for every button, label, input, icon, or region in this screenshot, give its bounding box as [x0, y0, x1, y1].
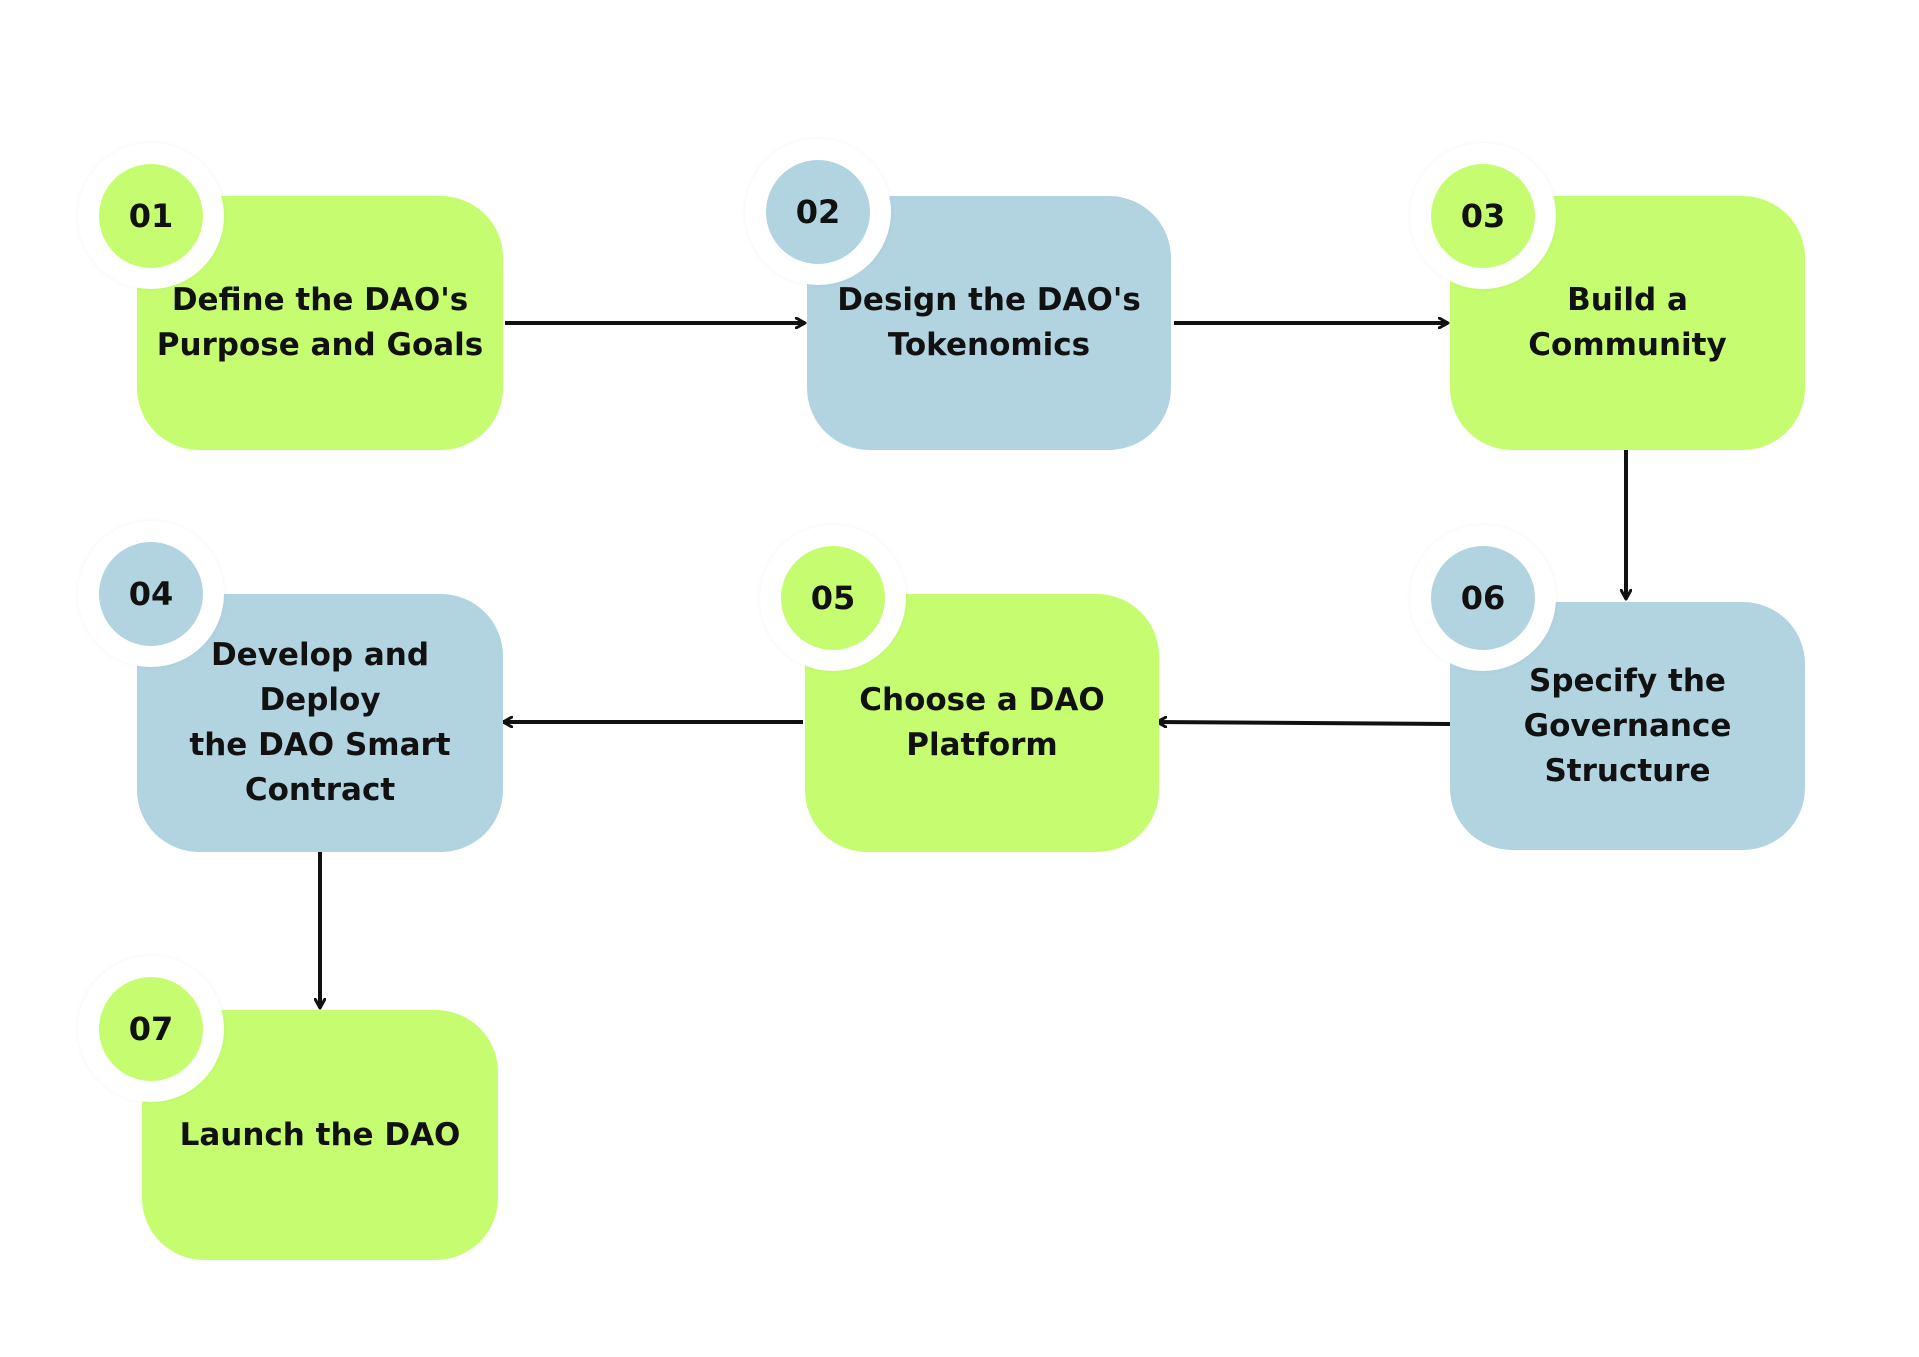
arrow-06-to-05 — [1157, 722, 1451, 724]
step-label-03: Build a Community — [1528, 282, 1727, 363]
step-number-03: 03 — [1431, 164, 1535, 268]
step-box-06: Specify the Governance Structure — [1450, 602, 1805, 850]
step-label-06: Specify the Governance Structure — [1523, 662, 1732, 789]
step-label-01: Define the DAO's Purpose and Goals — [156, 282, 484, 363]
step-number-05: 05 — [781, 546, 885, 650]
step-label-04: Develop and Deploy the DAO Smart Contrac… — [189, 637, 451, 808]
step-number-06: 06 — [1431, 546, 1535, 650]
step-number-04: 04 — [99, 542, 203, 646]
step-label-05: Choose a DAO Platform — [859, 682, 1105, 763]
step-number-02: 02 — [766, 160, 870, 264]
step-number-01: 01 — [99, 164, 203, 268]
step-number-07: 07 — [99, 977, 203, 1081]
step-label-02: Design the DAO's Tokenomics — [837, 282, 1141, 363]
step-label-07: Launch the DAO — [179, 1116, 461, 1153]
